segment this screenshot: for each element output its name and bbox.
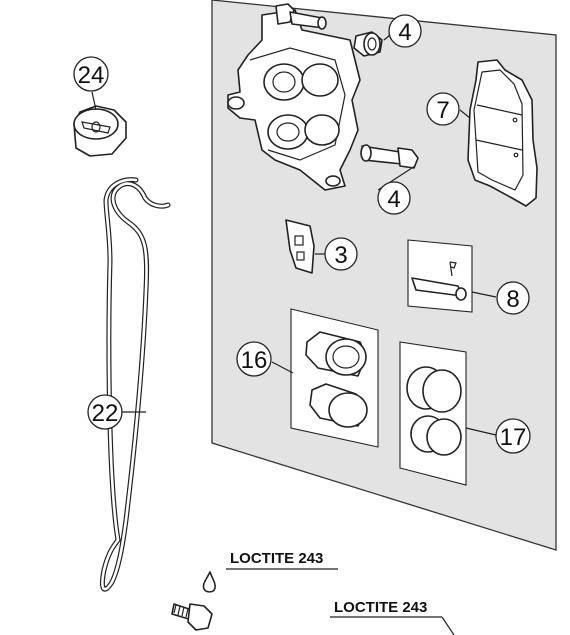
svg-text:22: 22	[92, 400, 119, 427]
callout-3: 3	[324, 237, 358, 271]
loctite-label-lower: LOCTITE 243	[334, 599, 427, 616]
slide-pin-boot	[353, 31, 383, 57]
loctite-drop-icon	[202, 571, 216, 593]
leader-lines	[91, 34, 497, 436]
svg-text:4: 4	[387, 186, 400, 213]
svg-text:3: 3	[334, 242, 347, 269]
pad-spring	[285, 219, 315, 274]
callout-4-upper: 4	[388, 14, 422, 48]
seal-kit-box	[399, 341, 467, 486]
piston-kit-box	[290, 308, 379, 448]
slide-pin	[360, 144, 419, 169]
caliper-bolt	[171, 603, 213, 631]
rubber-grommet	[73, 105, 127, 157]
callout-17: 17	[495, 418, 531, 454]
callout-4-lower: 4	[377, 181, 411, 215]
svg-text:16: 16	[241, 347, 268, 374]
brake-pad	[467, 59, 538, 207]
callout-22: 22	[87, 394, 123, 430]
loctite-label-upper: LOCTITE 243	[230, 550, 323, 567]
svg-text:17: 17	[500, 424, 527, 451]
callout-8: 8	[496, 281, 530, 315]
callout-16: 16	[236, 341, 272, 377]
brake-line-wire	[99, 177, 171, 592]
callout-7: 7	[426, 92, 460, 126]
callout-24: 24	[73, 56, 109, 92]
brake-caliper	[227, 3, 361, 191]
svg-text:4: 4	[398, 19, 411, 46]
pad-pin-kit-box	[407, 239, 473, 313]
svg-text:7: 7	[436, 97, 449, 124]
piston-upper	[305, 331, 367, 377]
piston-lower	[309, 383, 368, 428]
svg-text:24: 24	[78, 62, 105, 89]
svg-text:8: 8	[506, 286, 519, 313]
